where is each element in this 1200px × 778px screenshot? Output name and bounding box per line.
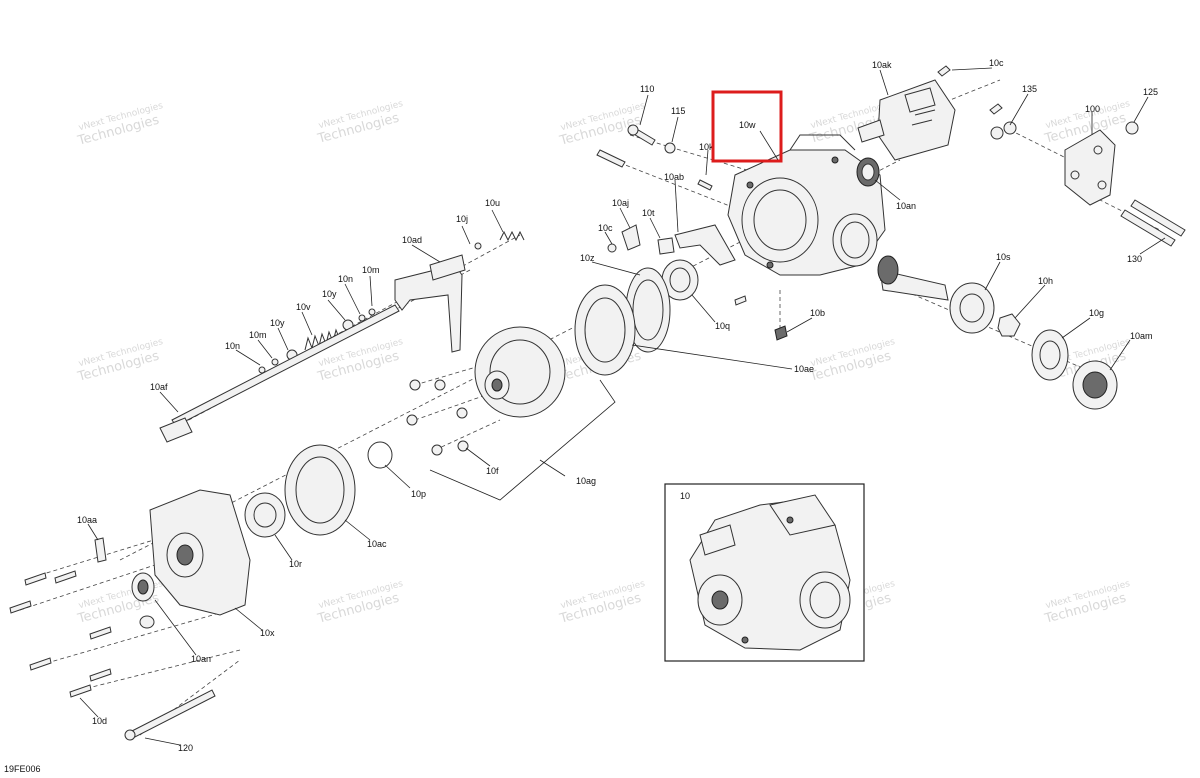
callout-10v: 10v xyxy=(296,302,311,312)
assembly-axis-lines xyxy=(19,79,1161,736)
callout-115: 115 xyxy=(671,106,685,116)
bolts-110-115 xyxy=(596,124,713,191)
watermark: vNext Technologies Technologies xyxy=(75,337,164,385)
callout-10ak: 10ak xyxy=(872,60,892,70)
callout-100: 100 xyxy=(1085,104,1100,114)
bracket-100 xyxy=(1064,129,1116,206)
callout-10r: 10r xyxy=(289,559,302,569)
callout-10n-a: 10n xyxy=(338,274,353,284)
callout-10u: 10u xyxy=(485,198,500,208)
callout-10x: 10x xyxy=(260,628,275,638)
callout-10c: 10c xyxy=(598,223,613,233)
callout-10p: 10p xyxy=(411,489,426,499)
callout-10k: 10k xyxy=(699,142,714,152)
assembled-transmission xyxy=(689,494,851,651)
cover-10x xyxy=(149,489,251,616)
callout-10y-b: 10y xyxy=(270,318,285,328)
differential xyxy=(474,326,566,418)
callout-10j: 10j xyxy=(456,214,468,224)
nut-125 xyxy=(1125,121,1139,135)
shift-fork-10ad xyxy=(394,254,466,353)
callout-10s: 10s xyxy=(996,252,1011,262)
flange-10g xyxy=(1031,329,1069,381)
actuator-10ak xyxy=(857,79,956,161)
spring-10u xyxy=(499,230,525,242)
callout-130: 130 xyxy=(1127,254,1142,264)
callout-10af: 10af xyxy=(150,382,168,392)
leader-lines xyxy=(79,67,1166,746)
inset-label: 10 xyxy=(680,491,690,501)
callout-10m-a: 10m xyxy=(362,265,380,275)
callout-10c-top: 10c xyxy=(989,58,1004,68)
callout-10z: 10z xyxy=(580,253,595,263)
callout-10q: 10q xyxy=(715,321,730,331)
callout-10ac: 10ac xyxy=(367,539,387,549)
callout-10aj: 10aj xyxy=(612,198,629,208)
long-bolt-120 xyxy=(124,689,216,741)
diagram-code: 19FE006 xyxy=(4,764,41,774)
watermark: vNext Technologies Technologies xyxy=(807,337,896,385)
callout-10y-a: 10y xyxy=(322,289,337,299)
callout-10aa: 10aa xyxy=(77,515,97,525)
watermark: vNext Technologies Technologies xyxy=(557,101,646,149)
callout-10t: 10t xyxy=(642,208,655,218)
callout-10g: 10g xyxy=(1089,308,1104,318)
watermark: vNext Technologies Technologies xyxy=(75,101,164,149)
callout-10d: 10d xyxy=(92,716,107,726)
ring-gear-10ae xyxy=(574,284,636,376)
nuts-135 xyxy=(990,121,1017,140)
callout-10am: 10am xyxy=(1130,331,1153,341)
shift-rod-10af xyxy=(159,304,400,443)
seal-10an-bottom xyxy=(131,572,155,629)
watermark: vNext Technologies Technologies xyxy=(557,579,646,627)
callout-10h: 10h xyxy=(1038,276,1053,286)
callout-120: 120 xyxy=(178,743,193,753)
callout-10an-top: 10an xyxy=(896,201,916,211)
callout-110: 110 xyxy=(640,84,654,94)
callout-10an-bottom: 10an xyxy=(191,654,211,664)
watermark: vNext Technologies Technologies xyxy=(315,99,404,147)
bolts-10f xyxy=(406,379,469,456)
breather-10aa xyxy=(94,537,107,563)
assembly-inset: 10 xyxy=(664,483,865,662)
seal-10an-top xyxy=(856,157,880,187)
bearing-10r xyxy=(244,492,286,538)
highlight-box xyxy=(711,90,783,163)
bolt-10b xyxy=(734,295,788,341)
callout-125: 125 xyxy=(1143,87,1158,97)
shift-parts-10ab-10t-10aj-10c xyxy=(607,224,736,266)
callout-10ag: 10ag xyxy=(576,476,596,486)
callout-10m-b: 10m xyxy=(249,330,267,340)
nut-10h xyxy=(997,313,1021,337)
callout-labels: 110 115 10w 10k 10ak 10c 135 100 125 10a… xyxy=(77,58,1158,753)
callout-135: 135 xyxy=(1022,84,1037,94)
callout-10n-b: 10n xyxy=(225,341,240,351)
callout-10ae: 10ae xyxy=(794,364,814,374)
oring-10p xyxy=(367,441,393,469)
callout-10ad: 10ad xyxy=(402,235,422,245)
bolts-10d xyxy=(9,570,112,698)
bolt-10c-top xyxy=(937,65,1003,115)
callout-10w: 10w xyxy=(739,120,756,130)
pinion-shaft xyxy=(877,255,949,301)
seal-10am xyxy=(1072,360,1118,410)
bearing-10s xyxy=(949,282,995,334)
callout-10b: 10b xyxy=(810,308,825,318)
callout-10f: 10f xyxy=(486,466,499,476)
watermark: vNext Technologies Technologies xyxy=(315,579,404,627)
bolts-130 xyxy=(1120,199,1186,247)
cover-10ac xyxy=(284,444,356,536)
watermark: vNext Technologies Technologies xyxy=(1042,579,1131,627)
main-housing-10w xyxy=(727,134,886,276)
callout-10ab: 10ab xyxy=(664,172,684,182)
